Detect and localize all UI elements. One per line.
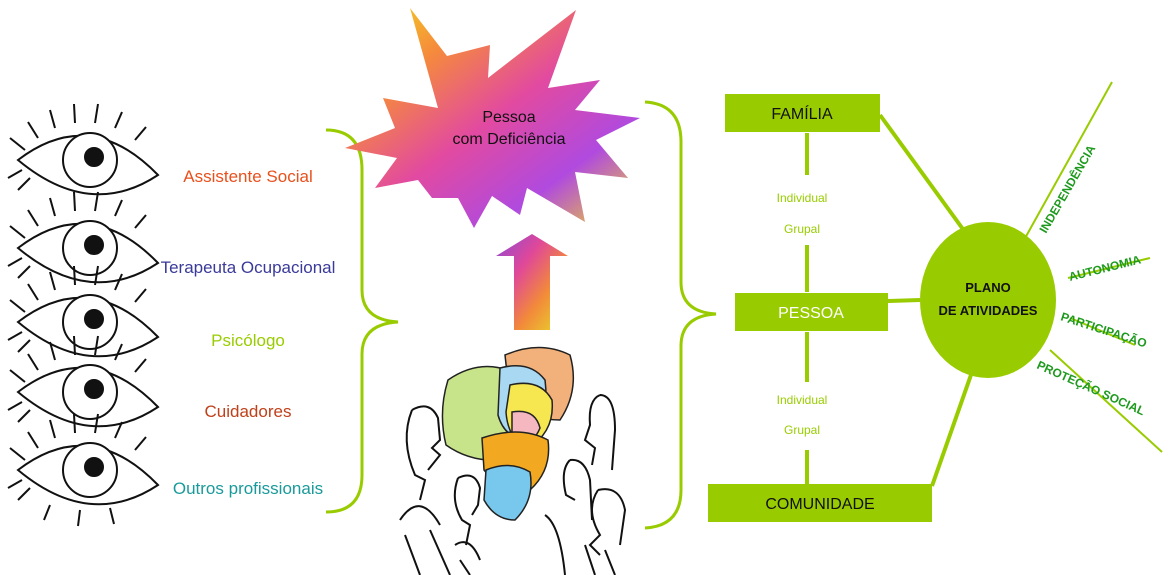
mode-label-individual-bottom: Individual [777, 393, 828, 407]
eye-icon [7, 413, 160, 527]
outcome-participation: PARTICIPAÇÃO [1059, 309, 1149, 351]
mode-label-group-bottom: Grupal [784, 423, 820, 437]
eye-icon [7, 265, 160, 358]
activity-plan-line1: PLANO [965, 280, 1011, 295]
person-box-label: PESSOA [778, 305, 844, 322]
eye-icon [7, 103, 160, 196]
people-discussion-illustration [399, 346, 627, 575]
star-title-line1: Pessoa [482, 109, 535, 126]
family-box-label: FAMÍLIA [771, 104, 833, 123]
outcome-independence: INDEPENDÊNCIA [1036, 142, 1099, 236]
star-burst [345, 8, 640, 228]
eye-icon [7, 191, 160, 284]
star-title-line2: com Deficiência [453, 131, 566, 148]
activity-plan-circle [920, 222, 1056, 378]
community-box-label: COMUNIDADE [765, 496, 874, 513]
professional-label-other-professionals: Outros profissionais [173, 479, 323, 498]
outcome-lines [1023, 81, 1163, 453]
outcome-autonomy: AUTONOMIA [1067, 252, 1142, 284]
professional-label-social-worker: Assistente Social [183, 167, 312, 186]
activity-plan-line2: DE ATIVIDADES [939, 303, 1038, 318]
community-box [708, 484, 932, 522]
professional-label-occupational-therapist: Terapeuta Ocupacional [161, 258, 336, 277]
mode-label-group-top: Grupal [784, 222, 820, 236]
professional-label-psychologist: Psicólogo [211, 331, 285, 350]
person-box [735, 293, 888, 331]
professional-label-caregivers: Cuidadores [205, 402, 292, 421]
connector-lines [805, 113, 974, 487]
right-brace [644, 100, 717, 530]
mode-label-individual-top: Individual [777, 191, 828, 205]
family-box [725, 94, 880, 132]
left-brace [325, 128, 399, 514]
eye-icon [7, 335, 160, 428]
eyes-group [7, 103, 160, 527]
outcome-social-protection: PROTEÇÃO SOCIAL [1035, 357, 1148, 418]
up-arrow [496, 234, 568, 330]
